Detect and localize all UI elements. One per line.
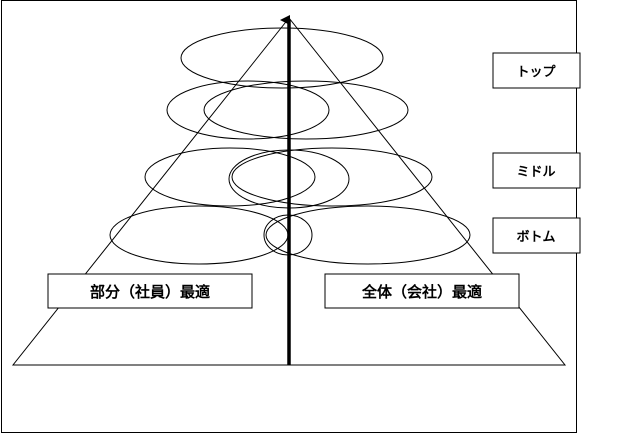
level-bottom-label: ボトム xyxy=(516,229,555,245)
ellipse-middle-left xyxy=(144,147,316,207)
overall-optimum-label: 全体（会社）最適 xyxy=(361,283,482,301)
level-middle-box xyxy=(492,152,581,189)
partial-optimum-box xyxy=(47,273,253,309)
ellipse-middle-right xyxy=(231,147,433,207)
partial-optimum-label: 部分（社員）最適 xyxy=(90,283,210,301)
overall-optimum-box xyxy=(324,273,520,309)
ellipse-top xyxy=(180,27,384,89)
level-bottom-box xyxy=(492,217,581,254)
ellipse-bottom-right xyxy=(265,205,471,265)
ellipse-upper-right xyxy=(203,80,409,140)
ellipse-bottom-left xyxy=(109,205,289,265)
level-top-box xyxy=(492,52,581,89)
ellipse-upper-left xyxy=(166,80,330,140)
level-top-label: トップ xyxy=(516,65,556,80)
outer-frame xyxy=(1,0,577,433)
level-middle-label: ミドル xyxy=(516,165,555,180)
